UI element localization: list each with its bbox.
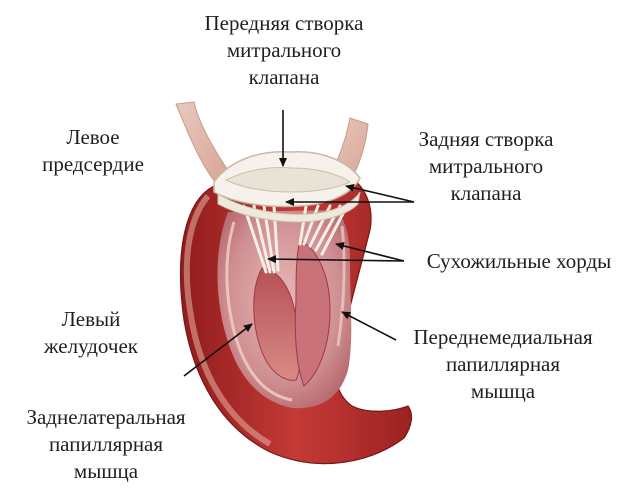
label-anteromedial-muscle-line1: Переднемедиальная bbox=[396, 324, 610, 351]
label-chordae-line1: Сухожильные хорды bbox=[408, 248, 630, 275]
label-anterior-leaflet-line3: клапана bbox=[182, 64, 386, 91]
label-anterior-leaflet-line2: митрального bbox=[182, 37, 386, 64]
label-anterior-leaflet: Передняя створка митрального клапана bbox=[182, 10, 386, 91]
label-left-ventricle-line1: Левый bbox=[30, 306, 152, 333]
label-posterior-leaflet-line2: митрального bbox=[404, 153, 568, 180]
label-posterolateral-muscle-line1: Заднелатеральная bbox=[4, 404, 208, 431]
label-anteromedial-muscle: Переднемедиальная папиллярная мышца bbox=[396, 324, 610, 405]
label-posterior-leaflet-line1: Задняя створка bbox=[404, 126, 568, 153]
label-chordae: Сухожильные хорды bbox=[408, 248, 630, 275]
label-anterior-leaflet-line1: Передняя створка bbox=[182, 10, 386, 37]
label-left-ventricle-line2: желудочек bbox=[30, 333, 152, 360]
label-posterior-leaflet-line3: клапана bbox=[404, 180, 568, 207]
label-posterolateral-muscle: Заднелатеральная папиллярная мышца bbox=[4, 404, 208, 485]
label-anteromedial-muscle-line3: мышца bbox=[396, 378, 610, 405]
label-posterolateral-muscle-line3: мышца bbox=[4, 458, 208, 485]
label-left-ventricle: Левый желудочек bbox=[30, 306, 152, 360]
label-left-atrium-line1: Левое bbox=[32, 124, 154, 151]
label-left-atrium-line2: предсердие bbox=[32, 151, 154, 178]
label-posterior-leaflet: Задняя створка митрального клапана bbox=[404, 126, 568, 207]
label-left-atrium: Левое предсердие bbox=[32, 124, 154, 178]
label-anteromedial-muscle-line2: папиллярная bbox=[396, 351, 610, 378]
label-posterolateral-muscle-line2: папиллярная bbox=[4, 431, 208, 458]
